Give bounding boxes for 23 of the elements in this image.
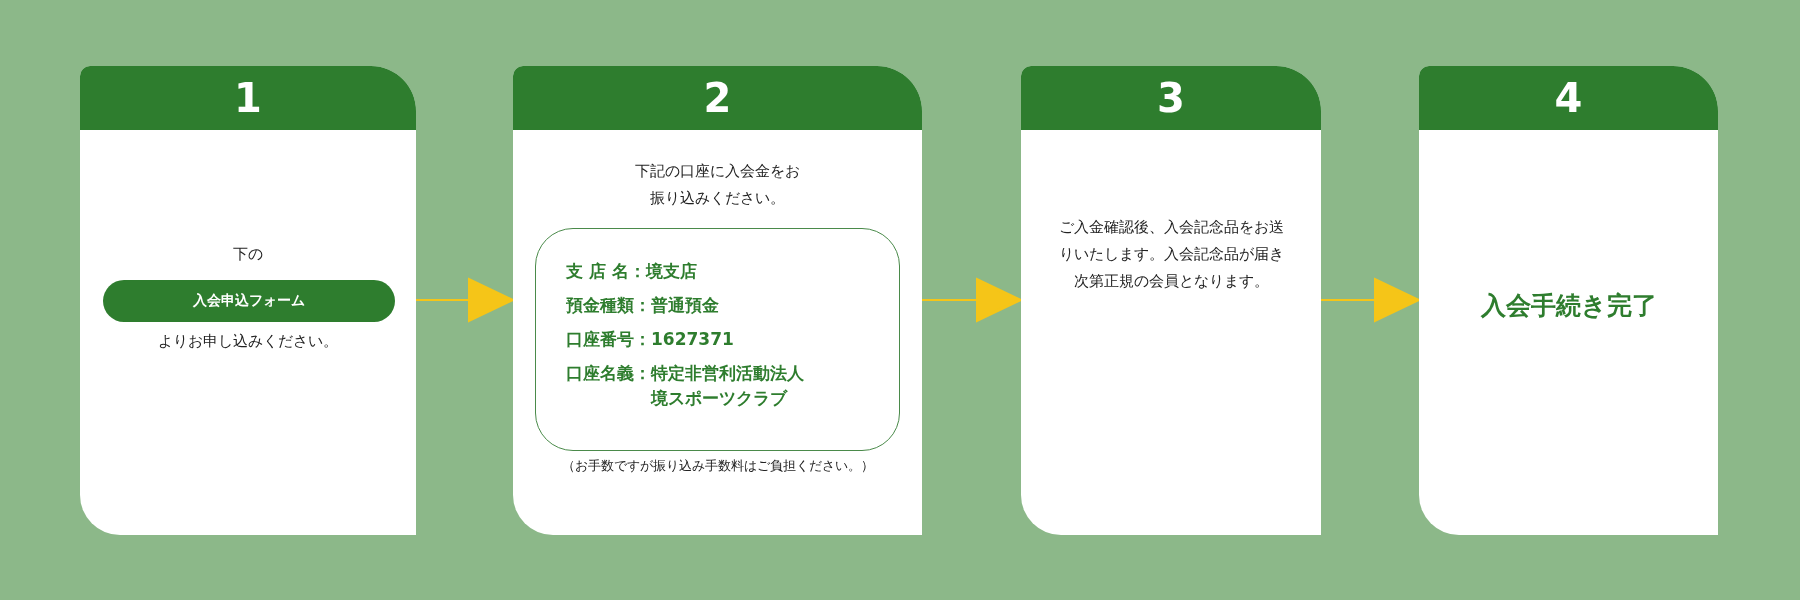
instruction-text: よりお申し込みください。 (157, 331, 339, 352)
step-number: 3 (1157, 78, 1185, 118)
instruction-text: 下の (232, 244, 264, 265)
step-card (1021, 66, 1321, 535)
note-text: （お手数ですが振り込み手数料はご負担ください。） (560, 457, 875, 475)
step-number: 1 (234, 78, 262, 118)
completion-text: 入会手続き完了 (1479, 290, 1658, 322)
account-info-panel (535, 228, 900, 451)
account-detail: 預金種類：普通預金 (566, 294, 720, 317)
account-detail: 支 店 名：境支店 (566, 260, 698, 283)
step-arrow (1320, 277, 1420, 323)
step-arrow (415, 277, 514, 323)
step-number: 4 (1554, 78, 1583, 118)
instruction-text: 下記の口座に入会金をお振り込みください。 (634, 161, 801, 209)
step-number: 2 (703, 78, 732, 118)
step-card (80, 66, 416, 535)
step-arrow (921, 277, 1022, 323)
account-detail: 口座番号：1627371 (566, 328, 735, 351)
account-detail: 口座名義：特定非営利活動法人境スポーツクラブ (566, 362, 805, 410)
form-link-button: 入会申込フォーム (103, 280, 395, 322)
step-card (513, 66, 922, 535)
step-card (1419, 66, 1718, 535)
instruction-text: ご入金確認後、入会記念品をお送りいたします。入会記念品が届き次第正規の会員となります。 (1057, 217, 1285, 292)
